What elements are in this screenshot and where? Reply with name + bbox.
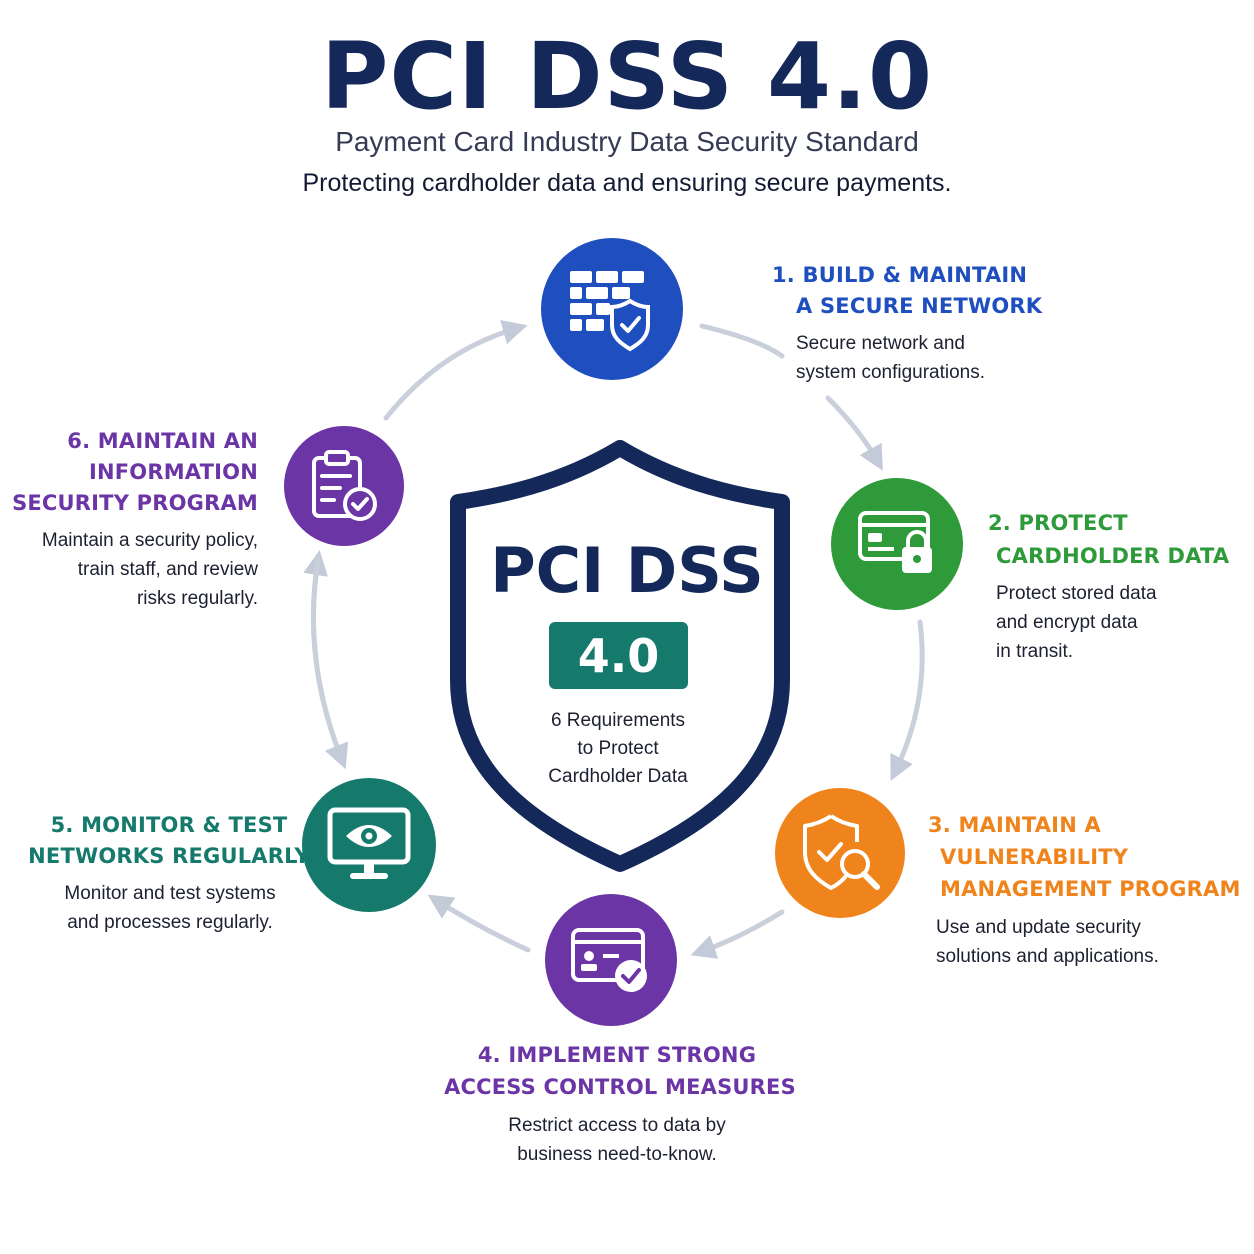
arrow-2-to-3: [890, 619, 925, 781]
req5-circle: [302, 778, 436, 912]
req3-circle: [775, 788, 905, 918]
id-card-check-icon: [571, 928, 647, 992]
arrow-1-to-2-lower: [825, 395, 883, 471]
req2-circle: [831, 478, 963, 610]
req3-title: 3. MAINTAIN A VULNERABILITY MANAGEMENT P…: [928, 813, 1241, 901]
shield-search-icon: [803, 814, 880, 890]
req6-desc: Maintain a security policy, train staff,…: [41, 530, 258, 609]
req3-desc: Use and update security solutions and ap…: [936, 917, 1159, 967]
req4-desc: Restrict access to data by business need…: [508, 1115, 726, 1165]
req5-title: 5. MONITOR & TEST NETWORKS REGULARLY: [28, 813, 310, 868]
req4-circle: [545, 894, 677, 1026]
monitor-eye-icon: [327, 807, 411, 879]
req6-title: 6. MAINTAIN AN INFORMATION SECURITY PROG…: [12, 429, 258, 515]
card-lock-icon: [858, 511, 932, 573]
req4-title: 4. IMPLEMENT STRONG ACCESS CONTROL MEASU…: [444, 1043, 796, 1099]
req1-desc: Secure network and system configurations…: [796, 333, 986, 383]
arrow-3-to-4: [690, 909, 785, 959]
arrow-1-to-2: [699, 323, 785, 359]
req6-circle: [284, 426, 404, 546]
center-caption: 6 Requirements to Protect Cardholder Dat…: [548, 710, 688, 787]
center-title: PCI DSS: [490, 534, 764, 607]
arrow-4-to-5: [427, 894, 531, 953]
firewall-shield-icon: [570, 271, 650, 352]
version-badge: 4.0: [549, 622, 688, 689]
page-subtitle: Payment Card Industry Data Security Stan…: [335, 126, 919, 157]
arrow-6-to-1: [383, 320, 528, 421]
req2-desc: Protect stored data and encrypt data in …: [996, 583, 1157, 662]
req1-title: 1. BUILD & MAINTAIN A SECURE NETWORK: [772, 263, 1043, 318]
page-title: PCI DSS 4.0: [321, 23, 933, 130]
arrow-6-to-5: [310, 557, 349, 770]
req2-title: 2. PROTECT CARDHOLDER DATA: [988, 511, 1230, 568]
req1-circle: [541, 238, 683, 380]
req5-desc: Monitor and test systems and processes r…: [64, 883, 276, 933]
clipboard-check-icon: [312, 450, 377, 521]
page-tagline: Protecting cardholder data and ensuring …: [302, 169, 952, 197]
